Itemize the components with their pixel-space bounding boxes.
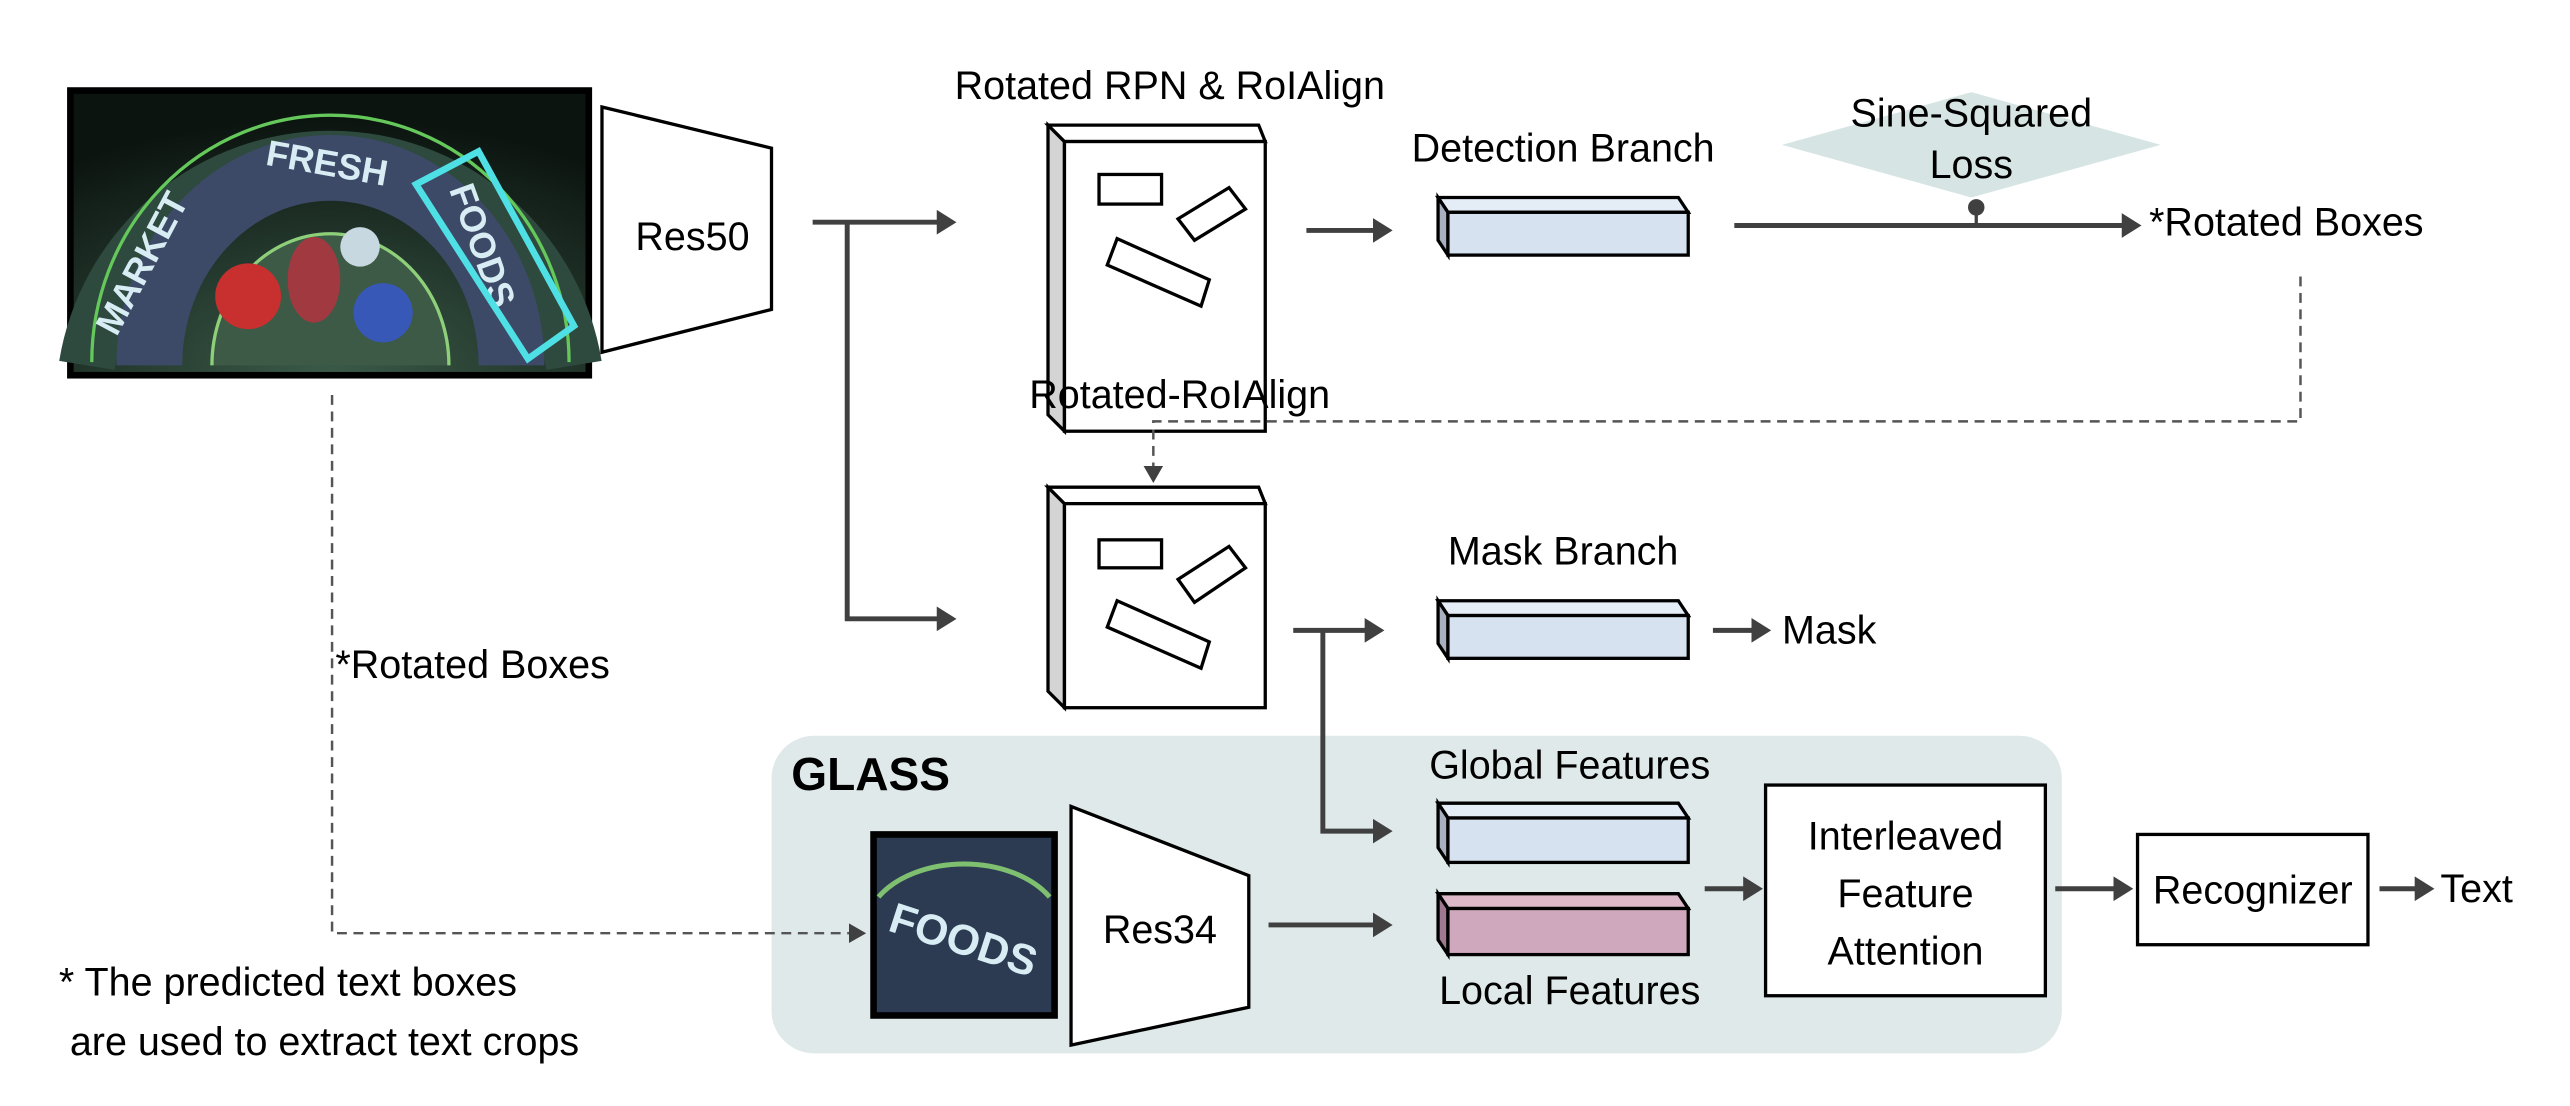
- res50-label: Res50: [635, 215, 749, 259]
- glass-title: GLASS: [791, 748, 950, 800]
- global-features-label: Global Features: [1429, 743, 1710, 787]
- recognizer-label: Recognizer: [2153, 869, 2353, 913]
- mask-output-label: Mask: [1782, 609, 1877, 653]
- loss-connector-dot: [1968, 199, 1985, 216]
- res34-label: Res34: [1103, 908, 1217, 952]
- arrow-res50-to-roialign: [844, 222, 957, 632]
- interleaved-feature-attention-box: [1763, 783, 2048, 998]
- roialign-feature-map: [1044, 483, 1268, 712]
- footnote-line1: * The predicted text boxes: [59, 961, 517, 1005]
- detection-branch-bar: [1434, 192, 1692, 261]
- local-features-bar: [1434, 888, 1692, 961]
- rpn-label: Rotated RPN & RoIAlign: [955, 64, 1385, 108]
- local-features-label: Local Features: [1439, 969, 1700, 1013]
- highlight-rotated-box: [411, 146, 579, 364]
- text-output-label: Text: [2440, 867, 2512, 911]
- dashed-rotated-boxes-feedback: [1143, 276, 2302, 484]
- text-crop-image: FOODS: [870, 831, 1058, 1019]
- arrow-to-global-features: [1320, 630, 1393, 844]
- input-image: MARKET FRESH FOODS: [59, 87, 602, 379]
- rotated-boxes-output-label: *Rotated Boxes: [2149, 200, 2423, 244]
- rpn-feature-map: [1044, 121, 1268, 436]
- rotated-boxes-left-label: *Rotated Boxes: [335, 643, 609, 687]
- loss-label-line1: Sine-Squared: [1851, 92, 2093, 136]
- dashed-crop-extraction: [330, 395, 867, 944]
- rotated-roialign-label: Rotated-RoIAlign: [1029, 373, 1330, 417]
- loss-diamond: [1782, 92, 2161, 198]
- loss-label-line2: Loss: [1930, 143, 2013, 187]
- res50-backbone: [600, 104, 774, 355]
- attention-line2: Feature: [1837, 872, 1973, 916]
- mask-branch-bar: [1434, 595, 1692, 664]
- attention-line3: Attention: [1828, 929, 1984, 973]
- detection-branch-label: Detection Branch: [1412, 126, 1715, 170]
- attention-line1: Interleaved: [1808, 814, 2003, 858]
- recognizer-box: [2135, 832, 2370, 947]
- global-features-bar: [1434, 797, 1692, 868]
- footnote-line2: are used to extract text crops: [59, 1020, 579, 1064]
- res34-backbone: [1069, 804, 1251, 1048]
- mask-branch-label: Mask Branch: [1448, 530, 1679, 574]
